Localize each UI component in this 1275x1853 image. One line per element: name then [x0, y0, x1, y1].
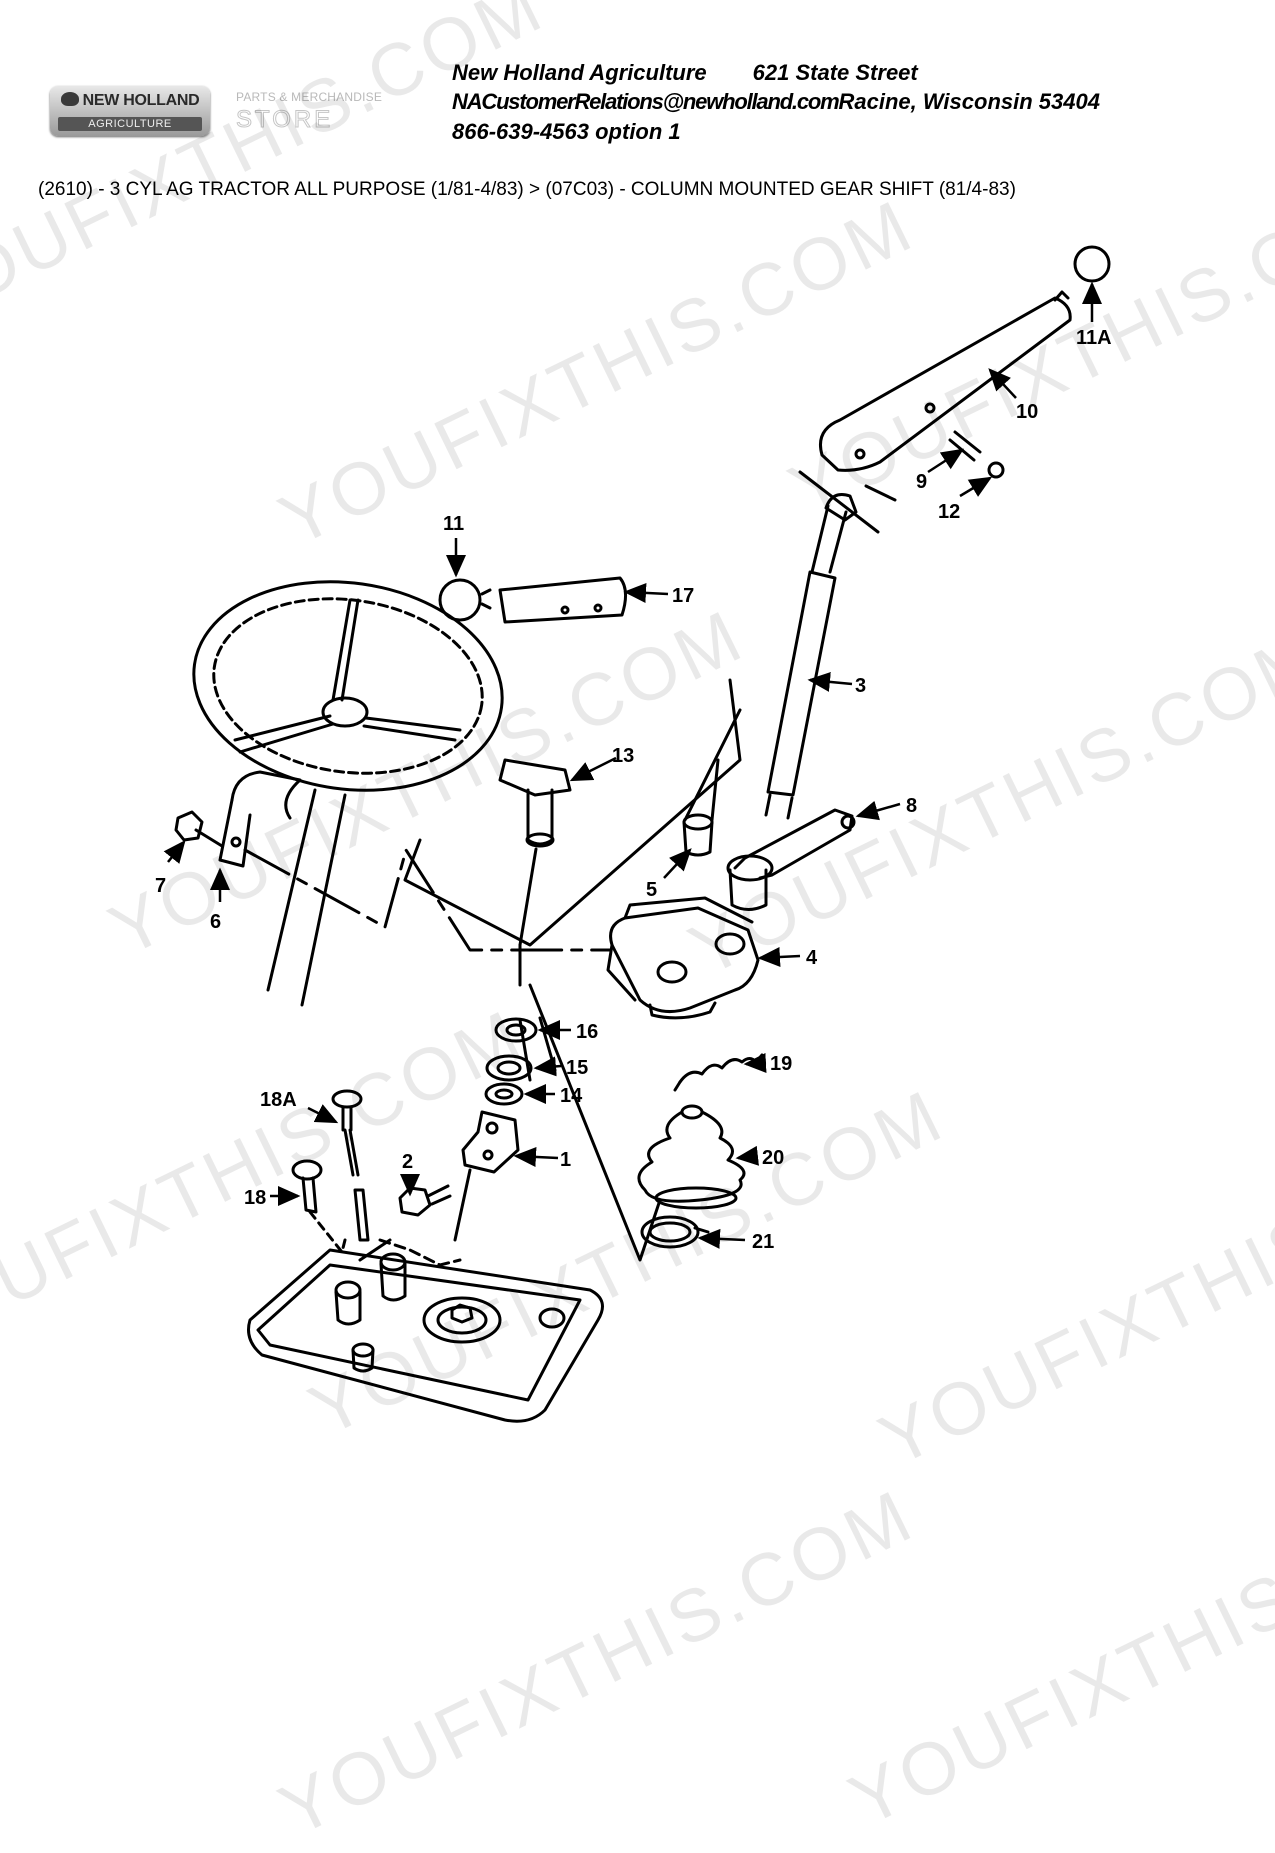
rubber-boot	[637, 1104, 746, 1210]
leaf-icon	[60, 92, 79, 106]
logo-sub: AGRICULTURE	[58, 117, 202, 131]
callout-9[interactable]: 9	[916, 471, 927, 493]
lever-ball	[1073, 245, 1111, 283]
email-link[interactable]: NACustomerRelations@newholland.com	[452, 89, 840, 114]
shift-rod	[764, 493, 858, 820]
callout-20[interactable]: 20	[762, 1147, 784, 1169]
shift-arm	[726, 808, 856, 911]
callout-21[interactable]: 21	[752, 1231, 774, 1253]
callout-13[interactable]: 13	[612, 745, 634, 767]
hose-clamp	[640, 1215, 710, 1249]
header-line-1: New Holland Agriculture 621 State Street	[452, 60, 918, 86]
street-address: 621 State Street	[752, 60, 918, 85]
shift-handle	[498, 576, 627, 624]
shift-housing	[606, 896, 760, 1020]
callout-12[interactable]: 12	[938, 501, 960, 523]
mounting-plate	[247, 1248, 604, 1423]
callout-2[interactable]: 2	[402, 1151, 413, 1173]
phone-number: 866-639-4563 option 1	[452, 119, 681, 144]
callout-6[interactable]: 6	[210, 911, 221, 933]
cross-shaft	[498, 758, 572, 848]
steering-wheel	[192, 580, 504, 792]
breadcrumb[interactable]: (2610) - 3 CYL AG TRACTOR ALL PURPOSE (1…	[38, 179, 1016, 200]
callout-15[interactable]: 15	[566, 1057, 588, 1079]
callout-3[interactable]: 3	[855, 675, 866, 697]
callout-1[interactable]: 1	[560, 1149, 571, 1171]
callout-10[interactable]: 10	[1016, 401, 1038, 423]
column-left-line	[266, 788, 317, 992]
column-right-line	[300, 793, 347, 1007]
callout-19[interactable]: 19	[770, 1053, 792, 1075]
callout-7[interactable]: 7	[155, 875, 166, 897]
bolt	[174, 810, 224, 848]
callout-17[interactable]: 17	[672, 585, 694, 607]
bushing	[682, 813, 714, 857]
callout-8[interactable]: 8	[906, 795, 917, 817]
column-bracket	[218, 770, 302, 868]
coupling	[461, 1110, 520, 1174]
header-line-2: NACustomerRelations@newholland.comRacine…	[452, 89, 1100, 115]
new-holland-logo: NEW HOLLAND AGRICULTURE	[50, 86, 210, 136]
parts-diagram: 11A 10 9 12 11 17 3 13 8 5 7 6 4 16 15 1…	[155, 245, 1112, 1423]
callout-14[interactable]: 14	[560, 1085, 583, 1107]
callout-5[interactable]: 5	[646, 879, 657, 901]
callout-18A[interactable]: 18A	[260, 1089, 297, 1111]
store-line1: PARTS & MERCHANDISE	[236, 90, 383, 104]
callout-4[interactable]: 4	[806, 947, 818, 969]
gear-lever	[819, 296, 1072, 472]
store-line2: STORE	[235, 106, 334, 134]
cap-screw	[398, 1184, 452, 1217]
shift-knob	[438, 578, 482, 622]
callout-11A[interactable]: 11A	[1076, 327, 1112, 349]
callout-16[interactable]: 16	[576, 1021, 598, 1043]
store-logo: PARTS & MERCHANDISE STORE	[235, 90, 383, 134]
logo-brand: NEW HOLLAND	[50, 92, 210, 110]
callout-11[interactable]: 11	[443, 513, 464, 535]
washer-stack	[484, 1017, 538, 1106]
latch-knob	[331, 1089, 370, 1242]
spring	[678, 1057, 758, 1084]
city-address: Racine, Wisconsin 53404	[838, 89, 1100, 114]
callout-18[interactable]: 18	[244, 1187, 266, 1209]
plunger	[291, 1159, 323, 1214]
company-name: New Holland Agriculture	[452, 60, 707, 85]
